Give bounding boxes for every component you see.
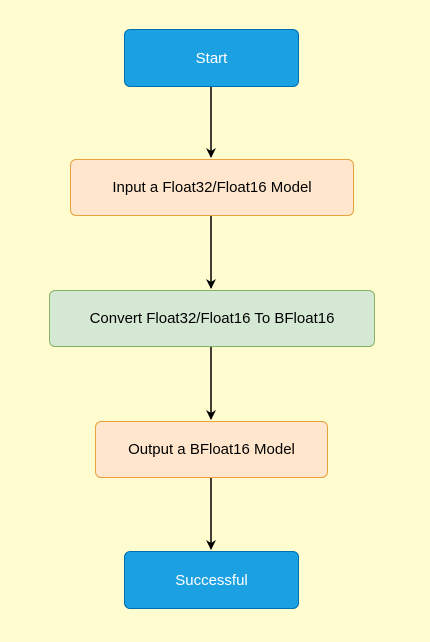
output-model-node-label: Output a BFloat16 Model — [128, 441, 295, 458]
start-node: Start — [124, 29, 299, 87]
convert-node-label: Convert Float32/Float16 To BFloat16 — [89, 310, 335, 327]
input-model-node-label: Input a Float32/Float16 Model — [112, 179, 312, 196]
output-model-node: Output a BFloat16 Model — [95, 421, 328, 478]
successful-node-label: Successful — [175, 571, 248, 589]
convert-node: Convert Float32/Float16 To BFloat16 — [49, 290, 375, 347]
start-node-label: Start — [195, 49, 228, 67]
input-model-node: Input a Float32/Float16 Model — [70, 159, 354, 216]
successful-node: Successful — [124, 551, 299, 609]
